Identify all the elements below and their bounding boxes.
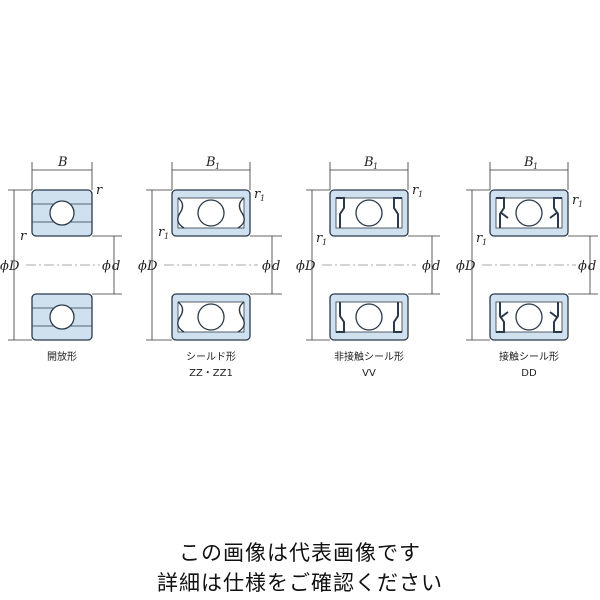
- radius-label-sub: 1: [260, 194, 265, 203]
- bore-diameter-phi: ϕ: [102, 259, 111, 274]
- width-label-b1: B: [363, 155, 374, 170]
- bearing-non-contact-seal: B 1 r 1 r 1 ϕ D ϕ d 非接触シール形 VV: [296, 155, 440, 379]
- outer-diameter-label: D: [464, 259, 476, 274]
- radius-label-r1: r: [158, 225, 165, 240]
- bearing-code-label: DD: [521, 368, 537, 379]
- bearing-code-label: VV: [362, 368, 376, 379]
- radius-label-r1: r: [254, 187, 261, 202]
- radius-label-sub: 1: [322, 238, 327, 247]
- radius-label-r1: r: [412, 183, 419, 198]
- representative-image-notice: この画像は代表画像です: [179, 541, 421, 565]
- bore-diameter-label: d: [588, 259, 596, 274]
- bore-diameter-phi: ϕ: [262, 259, 271, 274]
- width-label-sub: 1: [373, 162, 378, 171]
- outer-diameter-phi: ϕ: [456, 259, 465, 274]
- bearing-type-label: 接触シール形: [499, 350, 559, 363]
- radius-label-r: r: [20, 229, 27, 244]
- radius-label-r1: r: [476, 231, 483, 246]
- outer-diameter-phi: ϕ: [296, 259, 305, 274]
- bore-diameter-label: d: [432, 259, 440, 274]
- radius-label-sub: 1: [482, 238, 487, 247]
- outer-diameter-phi: ϕ: [138, 259, 147, 274]
- width-label-sub: 1: [533, 162, 538, 171]
- bore-diameter-phi: ϕ: [578, 259, 587, 274]
- bearing-type-label: 開放形: [47, 350, 77, 363]
- bearing-shielded: B 1 r 1 r 1 ϕ D ϕ d シールド形 ZZ・ZZ1: [138, 155, 282, 379]
- bore-diameter-phi: ϕ: [422, 259, 431, 274]
- bearing-open: B r r ϕ D ϕ d 開放形: [0, 155, 122, 363]
- outer-diameter-label: D: [304, 259, 316, 274]
- bearing-type-label: 非接触シール形: [334, 350, 404, 363]
- outer-diameter-label: D: [146, 259, 158, 274]
- radius-label-r: r: [96, 183, 103, 198]
- check-specs-notice: 詳細は仕様をご確認ください: [157, 571, 443, 595]
- radius-label-r1: r: [572, 193, 579, 208]
- width-label-sub: 1: [215, 162, 220, 171]
- width-label-b1: B: [205, 155, 216, 170]
- bearing-code-label: ZZ・ZZ1: [189, 368, 233, 379]
- bearing-contact-seal: B 1 r 1 r 1 ϕ D ϕ d 接触シール形 DD: [456, 155, 598, 379]
- outer-diameter-phi: ϕ: [0, 259, 9, 274]
- bore-diameter-label: d: [112, 259, 120, 274]
- bearing-type-label: シールド形: [186, 351, 236, 363]
- radius-label-sub: 1: [578, 200, 583, 209]
- bore-diameter-label: d: [272, 259, 280, 274]
- outer-diameter-label: D: [8, 259, 20, 274]
- width-label-b1: B: [523, 155, 534, 170]
- width-label-b: B: [57, 155, 68, 170]
- radius-label-sub: 1: [164, 232, 169, 241]
- radius-label-r1: r: [316, 231, 323, 246]
- radius-label-sub: 1: [418, 190, 423, 199]
